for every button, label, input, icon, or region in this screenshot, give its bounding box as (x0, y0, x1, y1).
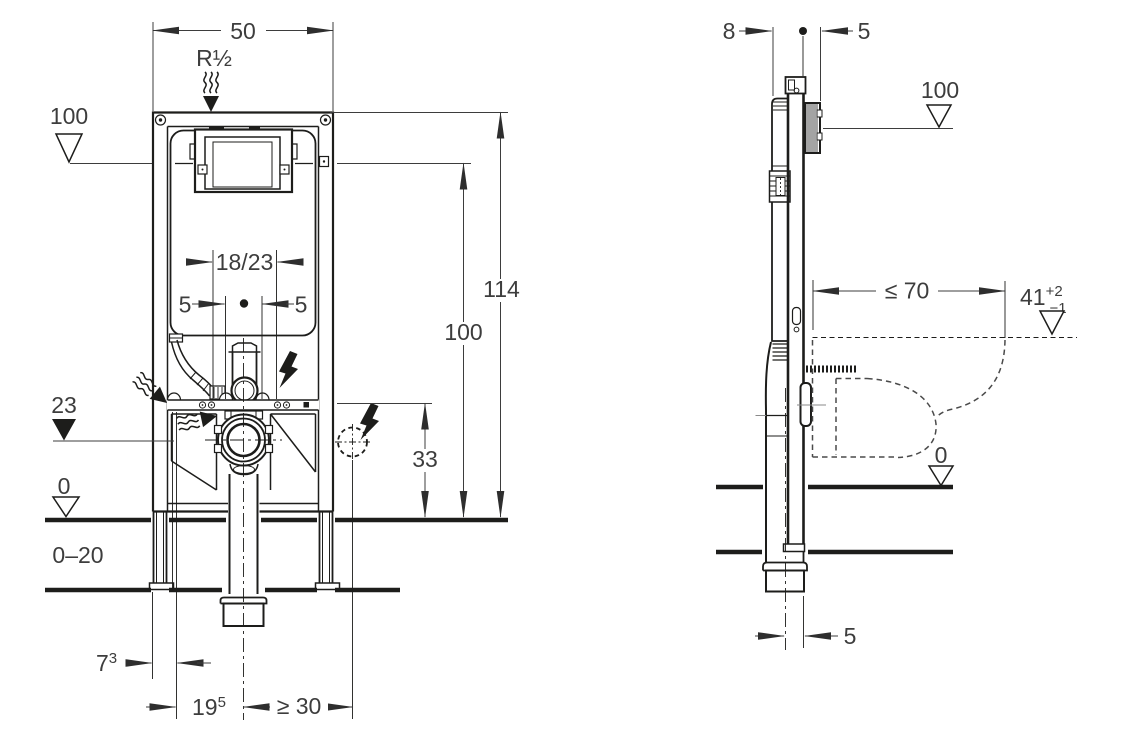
water-supply-label: R½ (196, 45, 232, 71)
floor-buildup-label: 0–20 (52, 542, 103, 568)
front-offset-label: 5 (858, 18, 871, 44)
level-triangle-open-icon (925, 104, 953, 129)
actuation-height-label: 100 (444, 319, 482, 345)
floor-lines-side (716, 484, 953, 555)
dimensions-front: 50 R½ 100 18/23 5 5 23 (50, 18, 521, 720)
level-triangle-open-icon (927, 465, 955, 487)
mounting-rail (782, 76, 807, 553)
frame-width-label: 50 (230, 18, 256, 44)
wall-bracket (804, 102, 823, 154)
floor-level-side-label: 0 (935, 442, 948, 468)
foot-plate-icon (314, 582, 341, 591)
wc-pan-outline (811, 339, 1006, 459)
drain-socket-icon (762, 561, 808, 572)
front-view: 50 R½ 100 18/23 5 5 23 (45, 18, 521, 720)
right-offset-label: 5 (295, 292, 308, 318)
flush-bend (228, 342, 261, 405)
left-offset-label: 5 (179, 292, 192, 318)
fixing-centers-label: 18/23 (216, 249, 274, 275)
side-view: 8 5 100 ≤ 70 41+2−1 0 5 (716, 18, 1077, 650)
pan-depth-label: ≤ 70 (885, 278, 930, 304)
level-triangle-open-icon (51, 496, 81, 518)
outlet-connector (797, 382, 826, 427)
alternative-outlet (335, 424, 370, 460)
center-dot-icon (799, 27, 807, 35)
centerlines-front (152, 112, 353, 720)
outlet-offset-label: 195 (192, 694, 226, 720)
cistern-level-label: 100 (50, 103, 88, 129)
frame-height-label: 114 (483, 276, 520, 302)
floor-level-label: 0 (58, 473, 71, 499)
dimensions-side: 8 5 100 ≤ 70 41+2−1 0 5 (723, 18, 1077, 649)
supply-arrow-icon (202, 71, 220, 113)
drain-bend-side (755, 341, 808, 593)
floor-lines-front (45, 517, 508, 593)
outlet-front-offset-label: 5 (844, 623, 857, 649)
inspection-box (189, 126, 298, 194)
fixing-crossbar (166, 392, 319, 411)
frame-legs (148, 511, 341, 591)
foot-plate-icon (782, 543, 806, 553)
outlet-level-label: 23 (51, 392, 77, 418)
level-triangle-open-icon (1038, 310, 1066, 336)
lightning-icon (360, 403, 379, 440)
frame-depth-label: 8 (723, 18, 736, 44)
top-level-label: 100 (921, 77, 959, 103)
outlet-height-label: 33 (412, 446, 438, 472)
rail-fixing-clip (318, 155, 330, 168)
center-dot-icon (239, 299, 249, 308)
cistern-profile (768, 97, 791, 361)
foot-plate-icon (148, 582, 175, 591)
wall-distance-label: 73 (96, 650, 117, 676)
min-clearance-label: ≥ 30 (277, 693, 322, 719)
level-triangle-open-icon (54, 133, 84, 164)
level-triangle-filled-icon (52, 419, 76, 441)
